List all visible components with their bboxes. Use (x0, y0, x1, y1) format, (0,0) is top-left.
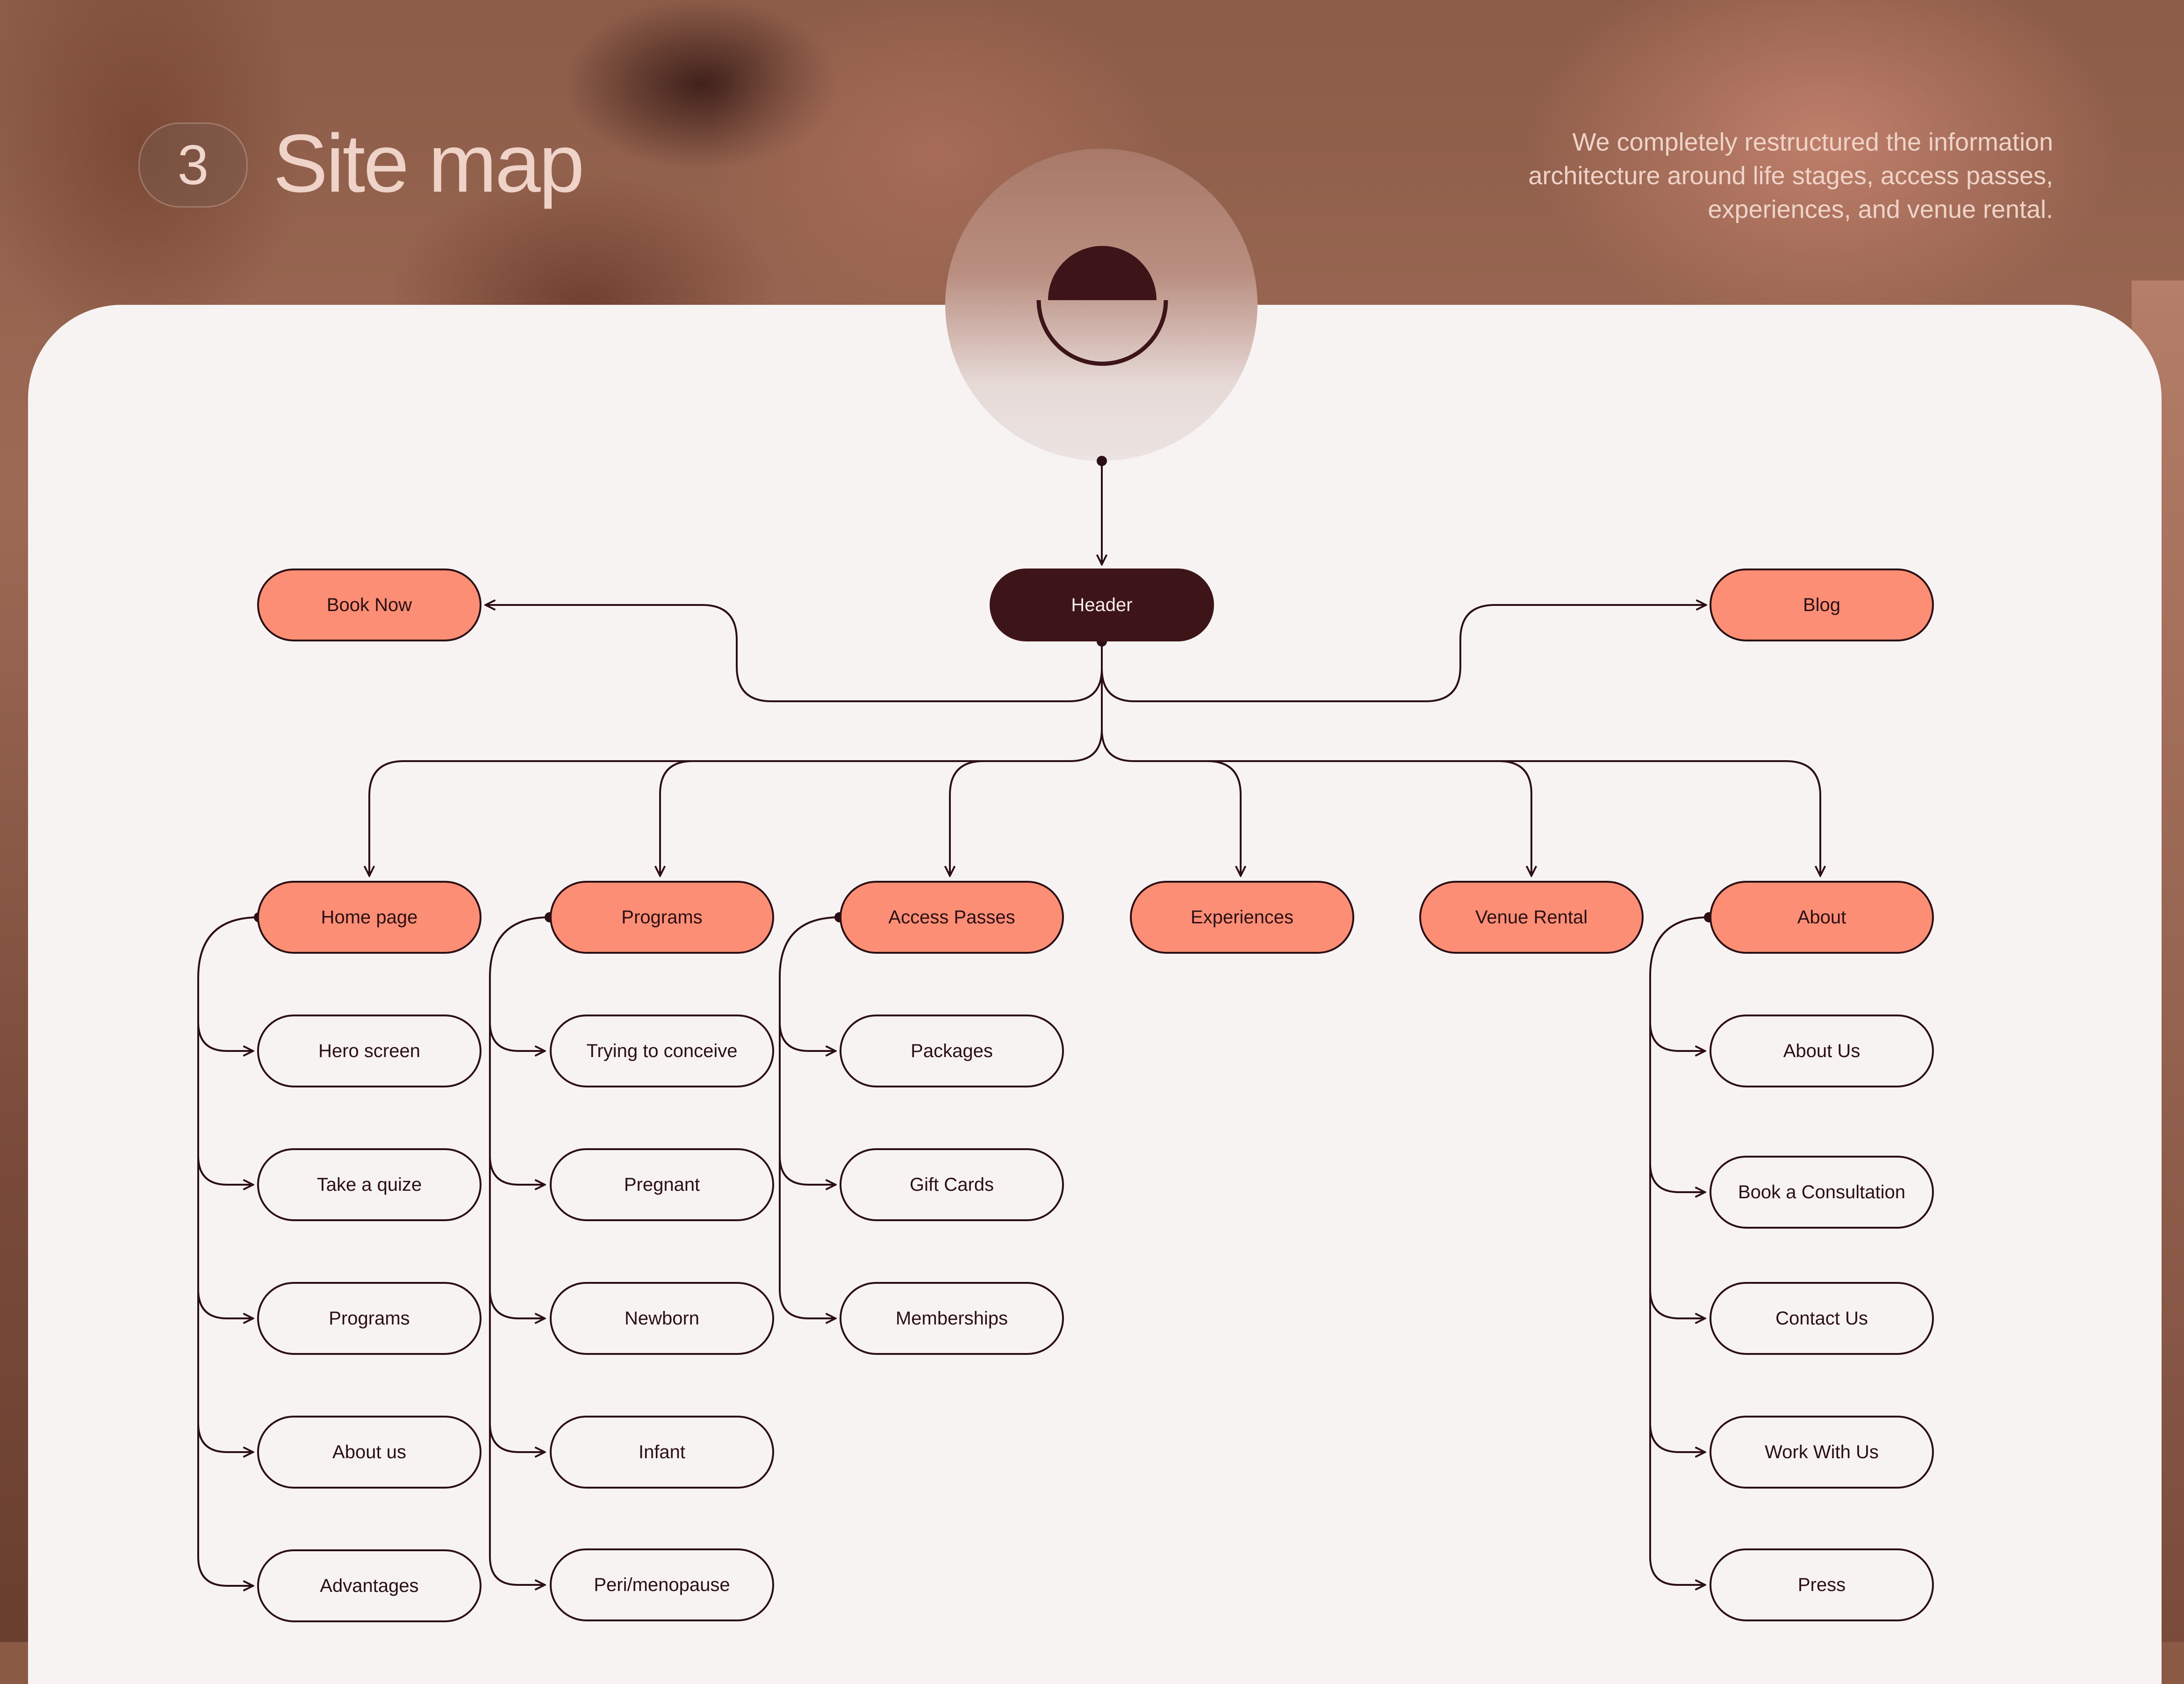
connector-pregnant (489, 1155, 544, 1185)
connector-infant (489, 1422, 544, 1452)
node-book-consultation[interactable]: Book a Consultation (1710, 1156, 1934, 1229)
connector-programs-child (197, 1288, 252, 1318)
node-access-passes[interactable]: Access Passes (840, 881, 1064, 954)
intro-line: experiences, and venue rental. (1708, 195, 2054, 223)
node-work-with-us[interactable]: Work With Us (1710, 1416, 1934, 1489)
section-number: 3 (177, 134, 209, 196)
connector-about (1101, 728, 1820, 875)
connector-home (369, 640, 1103, 875)
node-press[interactable]: Press (1710, 1548, 1934, 1621)
connector-about-us (1649, 1021, 1704, 1051)
brand-logo-icon (1036, 246, 1168, 366)
connector-book-now (486, 605, 1103, 702)
node-about[interactable]: About (1710, 881, 1934, 954)
node-gift-cards[interactable]: Gift Cards (840, 1148, 1064, 1221)
node-home-about-us[interactable]: About us (257, 1416, 481, 1489)
connector-venue (1498, 760, 1531, 875)
brand-logo-circle (945, 149, 1257, 461)
node-home-programs[interactable]: Programs (257, 1282, 481, 1355)
connector-programs-children (489, 916, 551, 1585)
intro-line: architecture around life stages, access … (1528, 162, 2053, 190)
node-programs[interactable]: Programs (550, 881, 774, 954)
node-infant[interactable]: Infant (550, 1416, 774, 1489)
connector-work (1649, 1422, 1704, 1452)
connector-newborn (489, 1288, 544, 1318)
connector-packages (779, 1021, 835, 1051)
sitemap-connectors (197, 246, 2184, 1642)
intro-line: We completely restructured the informati… (1572, 128, 2053, 156)
node-home-page[interactable]: Home page (257, 881, 481, 954)
node-memberships[interactable]: Memberships (840, 1282, 1064, 1355)
node-packages[interactable]: Packages (840, 1015, 1064, 1087)
connector-access-children (779, 916, 841, 1318)
node-book-now[interactable]: Book Now (257, 569, 481, 641)
node-venue-rental[interactable]: Venue Rental (1419, 881, 1644, 954)
connector-consultation (1649, 1162, 1704, 1192)
node-experiences[interactable]: Experiences (1130, 881, 1354, 954)
node-pregnant[interactable]: Pregnant (550, 1148, 774, 1221)
connector-take-quize (197, 1155, 252, 1185)
connector-gift-cards (779, 1155, 835, 1185)
node-about-us[interactable]: About Us (1710, 1015, 1934, 1087)
connector-trying (489, 1021, 544, 1051)
connector-access (950, 760, 984, 875)
node-header[interactable]: Header (990, 569, 1214, 641)
connector-experiences (1206, 760, 1241, 875)
connector-about-children (1649, 916, 1710, 1585)
node-take-a-quize[interactable]: Take a quize (257, 1148, 481, 1221)
node-advantages[interactable]: Advantages (257, 1549, 481, 1622)
node-blog[interactable]: Blog (1710, 569, 1934, 641)
connector-contact (1649, 1288, 1704, 1318)
connector-about-us-child (197, 1422, 252, 1452)
section-number-badge: 3 (138, 122, 248, 208)
node-hero-screen[interactable]: Hero screen (257, 1015, 481, 1087)
connector-programs (660, 760, 694, 875)
node-newborn[interactable]: Newborn (550, 1282, 774, 1355)
connector-blog (1101, 605, 1705, 702)
connector-home-children (197, 916, 260, 1586)
connector-hero-screen (197, 1021, 252, 1051)
node-trying-to-conceive[interactable]: Trying to conceive (550, 1015, 774, 1087)
page-title: Site map (273, 118, 585, 209)
node-peri-menopause[interactable]: Peri/menopause (550, 1548, 774, 1621)
intro-text: We completely restructured the informati… (1445, 125, 2053, 226)
node-contact-us[interactable]: Contact Us (1710, 1282, 1934, 1355)
